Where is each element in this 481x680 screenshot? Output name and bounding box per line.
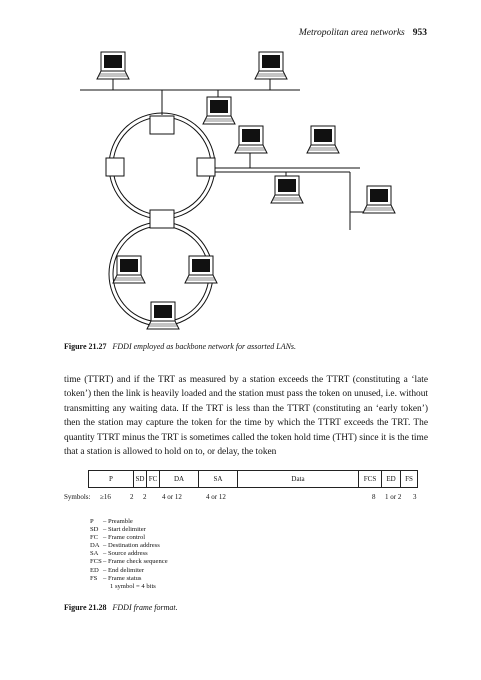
legend-text: – Frame status [103,574,142,582]
legend-abbr: ED [90,566,99,574]
legend-item: FS – Frame status [90,575,168,583]
frame-field: SA [198,470,238,488]
legend-text: – Frame check sequence [103,558,168,566]
symbol-count: 1 or 2 [385,493,402,501]
legend-abbr: FCS [90,558,102,566]
symbol-count: 4 or 12 [206,493,226,501]
figure-caption-text: FDDI employed as backbone network for as… [112,342,297,351]
legend-abbr: SD [90,526,99,534]
frame-field: Data [237,470,359,488]
lan-computer-icon [202,96,236,125]
fddi-backbone-diagram [80,51,396,330]
legend-text: – End delimiter [103,566,145,574]
frame-field: DA [159,470,199,488]
figure-label: Figure 21.28 [64,603,107,612]
page-number: 953 [412,28,427,38]
ring-computer-icon [184,255,218,284]
symbols-label: Symbols: [64,493,91,501]
symbol-count: ≥16 [100,493,111,501]
legend-item: DA– Destination address [90,542,168,550]
frame-field: ED [381,470,401,488]
ring-computer-icon [146,301,180,330]
body-paragraph: time (TTRT) and if the TRT as measured b… [64,373,428,459]
symbol-count: 2 [130,493,134,501]
legend-text: – Destination address [103,542,160,550]
ring-computer-icon [112,255,146,284]
symbol-count: 2 [143,493,147,501]
running-title: Metropolitan area networks [298,28,405,38]
legend-text: – Source address [103,550,148,558]
legend-text: – Frame control [103,534,146,542]
legend-note: 1 symbol = 4 bits [110,582,156,590]
figure-label: Figure 21.27 [64,342,107,351]
symbol-count: 8 [372,493,376,501]
legend-item: FC – Frame control [90,534,168,542]
legend-item: P – Preamble [90,518,168,526]
legend-item: SA – Source address [90,550,168,558]
ring-nodes [105,115,216,229]
legend-abbr: SA [90,550,99,558]
figure-caption: Figure 21.27 FDDI employed as backbone ne… [64,342,296,351]
lan-bus-lines [80,78,368,230]
running-header: Metropolitan area networks 953 [299,28,427,38]
figure-caption-text: FDDI frame format. [112,603,178,612]
frame-field: FS [400,470,418,488]
frame-field: FC [146,470,160,488]
body-text: time (TTRT) and if the TRT as measured b… [64,375,428,458]
figure-caption: Figure 21.28 FDDI frame format. [64,603,178,612]
frame-format-table: P SD FC DA SA Data FCS ED FS [88,470,418,488]
legend-abbr: DA [90,542,100,550]
legend-abbr: FS [90,574,98,582]
legend-abbr: FC [90,534,99,542]
legend-item: SD – Start delimiter [90,526,168,534]
lan-computer-icon [270,175,304,204]
lan-computer-icon [254,51,288,80]
frame-field: P [88,470,134,488]
legend-abbr: P [90,518,94,525]
frame-field: SD [133,470,147,488]
legend-text: – Preamble [103,518,133,525]
legend-text: – Start delimiter [103,526,146,534]
legend-item: ED – End delimiter [90,567,168,575]
lan-computer-icon [362,185,396,214]
legend-item: FCS– Frame check sequence [90,558,168,566]
symbol-count: 4 or 12 [162,493,182,501]
lan-computer-icon [234,125,268,154]
abbreviation-legend: P – Preamble SD – Start delimiter FC – Fram… [90,518,168,591]
frame-field: FCS [358,470,382,488]
symbol-count: 3 [413,493,417,501]
lan-computer-icon [306,125,340,154]
lan-computer-icon [96,51,130,80]
